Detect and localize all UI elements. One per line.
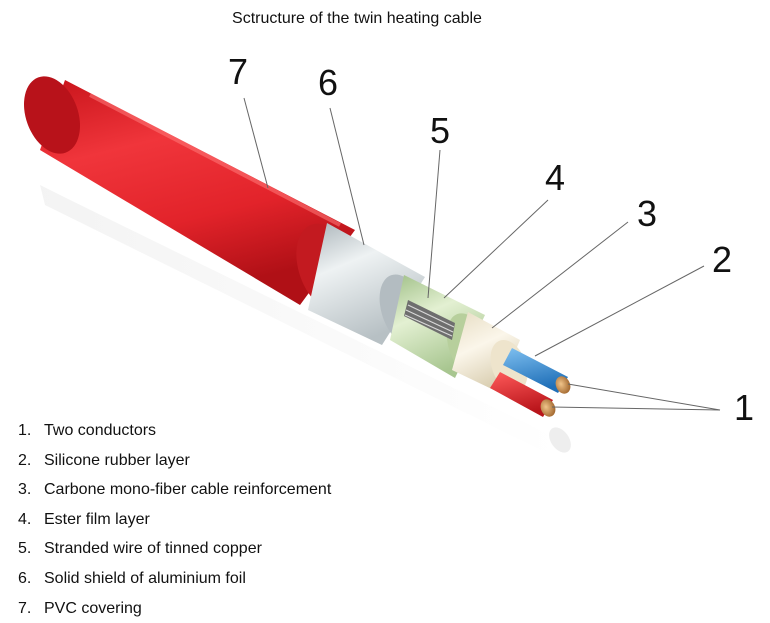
- callout-7: 7: [228, 51, 248, 92]
- legend-text: Silicone rubber layer: [44, 451, 190, 469]
- leader-lines: [243, 97, 721, 411]
- legend-text: Two conductors: [44, 422, 157, 439]
- legend-number: 2.: [18, 451, 32, 469]
- callout-4: 4: [545, 157, 565, 198]
- legend-text: Ester film layer: [44, 510, 150, 528]
- legend-item: 6. Solid shield of aluminium foil: [18, 564, 331, 594]
- legend-item: 3. Carbone mono-fiber cable reinforcement: [18, 475, 331, 505]
- legend-text: Solid shield of aluminium foil: [44, 569, 246, 587]
- legend-number: 5.: [18, 540, 32, 558]
- callout-6: 6: [318, 62, 338, 103]
- legend-text: Carbone mono-fiber cable reinforcement: [44, 481, 332, 499]
- conductor-blue: [503, 348, 571, 394]
- legend-number: 4.: [18, 510, 32, 528]
- legend-item: 1. Two conductors: [18, 416, 331, 446]
- legend-list: 1. Two conductors 2. Silicone rubber layer…: [18, 416, 331, 623]
- legend-number: 6.: [18, 569, 32, 587]
- callout-5: 5: [430, 110, 450, 151]
- callout-3: 3: [637, 193, 657, 234]
- legend-item: 2. Silicone rubber layer: [18, 446, 331, 476]
- conductor-red: [490, 372, 556, 417]
- legend-number: 3.: [18, 481, 32, 499]
- legend-text: PVC covering: [44, 599, 142, 617]
- legend-item: 5. Stranded wire of tinned copper: [18, 534, 331, 564]
- legend-number: 1.: [18, 422, 32, 439]
- legend-text: Stranded wire of tinned copper: [44, 540, 262, 558]
- legend-item: 7. PVC covering: [18, 594, 331, 623]
- diagram-title: Sctructure of the twin heating cable: [232, 10, 482, 27]
- cable-reflection: [40, 185, 571, 453]
- callout-1: 1: [734, 387, 754, 428]
- legend-item: 4. Ester film layer: [18, 505, 331, 535]
- callout-2: 2: [712, 239, 732, 280]
- legend-number: 7.: [18, 599, 32, 617]
